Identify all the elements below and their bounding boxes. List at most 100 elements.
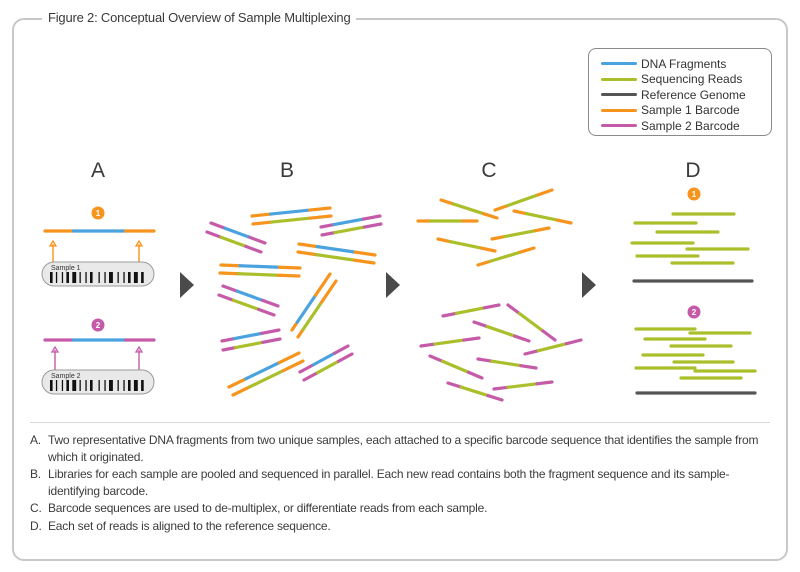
- legend-swatch: [601, 62, 637, 66]
- barcode-bar: [85, 380, 87, 391]
- sequencing-read: [217, 293, 276, 317]
- legend-item: Sequencing Reads: [601, 72, 771, 88]
- panel-b-label: B: [280, 159, 294, 182]
- barcode-bar: [85, 272, 87, 283]
- legend-label: Sequencing Reads: [641, 72, 743, 87]
- arrow-head: [48, 239, 58, 247]
- barcode-segment: [462, 336, 481, 342]
- barcode-bar: [133, 380, 138, 391]
- sequencing-read: [506, 303, 557, 342]
- barcode-bar: [50, 380, 53, 391]
- barcode-bar: [55, 380, 58, 391]
- sample-tube: Sample 1: [41, 261, 155, 287]
- legend-label: Sample 2 Barcode: [641, 118, 740, 133]
- barcode-segment: [533, 226, 551, 233]
- barcode-bar: [55, 272, 58, 283]
- sequencing-read: [296, 279, 338, 339]
- fragment-read-pair: [250, 206, 333, 226]
- barcode-segment: [519, 364, 538, 370]
- sequencing-read: [302, 352, 354, 382]
- barcode-segment: [313, 272, 332, 297]
- fragment-read-pair: [298, 344, 354, 382]
- dna-fragment: [221, 284, 280, 308]
- sequencing-read: [476, 357, 538, 370]
- read-segment: [524, 212, 559, 222]
- barcode-segment: [536, 188, 554, 197]
- barcode-segment: [320, 230, 337, 237]
- legend-swatch: [601, 108, 637, 112]
- barcode-segment: [486, 393, 504, 402]
- read-segment: [505, 193, 540, 208]
- barcode-segment: [493, 204, 510, 212]
- barcode-segment: [277, 265, 302, 270]
- dna-segment: [232, 331, 264, 341]
- sequencing-read: [512, 209, 573, 225]
- barcode-segment: [297, 242, 319, 249]
- barcode-bar: [104, 380, 106, 391]
- caption-list: A.Two representative DNA fragments from …: [30, 432, 770, 535]
- barcode-segment: [446, 381, 463, 389]
- barcode-segment: [261, 337, 282, 344]
- barcode-bar: [50, 272, 53, 283]
- barcode-segment: [251, 220, 274, 226]
- barcode-segment: [490, 234, 507, 241]
- barcode-bar: [66, 380, 69, 391]
- barcode-bar: [79, 380, 81, 391]
- barcode-bar: [123, 272, 125, 283]
- barcode-icon: [50, 380, 144, 391]
- barcode-segment: [217, 293, 235, 302]
- sample-tube: Sample 2: [41, 369, 155, 395]
- sequencing-read: [231, 359, 305, 397]
- panel-a-label: A: [91, 159, 105, 182]
- barcode-segment: [260, 328, 281, 335]
- badge-number: 1: [692, 190, 697, 199]
- barcode-segment: [481, 212, 499, 220]
- sequencing-read: [218, 271, 301, 278]
- dna-segment: [223, 226, 252, 239]
- sample-2-badge: 2: [687, 305, 701, 319]
- sequencing-read: [428, 354, 484, 380]
- read-segment: [448, 240, 483, 250]
- barcode-segment: [492, 385, 510, 391]
- barcode-segment: [231, 385, 252, 397]
- sequencing-read: [221, 337, 282, 352]
- caption-item: B.Libraries for each sample are pooled a…: [30, 466, 770, 499]
- badge-number: 2: [692, 308, 697, 317]
- step-arrow-icon: [582, 272, 596, 298]
- barcode-icon: [50, 272, 144, 283]
- read-segment: [517, 311, 545, 333]
- arrow-head: [134, 345, 144, 353]
- tube-label: Sample 2: [51, 373, 81, 380]
- read-segment: [314, 253, 356, 262]
- fragment-read-pair: [217, 284, 280, 317]
- tube-body: [41, 369, 155, 395]
- barcode-segment: [466, 370, 484, 380]
- caption-item: C.Barcode sequences are used to de-multi…: [30, 500, 770, 517]
- badge-circle: [91, 206, 105, 220]
- read-segment: [502, 229, 537, 239]
- up-arrow-icon: [134, 239, 144, 262]
- read-segment: [315, 359, 341, 375]
- barcode-segment: [302, 371, 320, 382]
- barcode-bar: [109, 272, 113, 283]
- legend-label: Reference Genome: [641, 87, 746, 102]
- sequencing-read: [205, 230, 263, 254]
- barcode-segment: [482, 303, 501, 310]
- legend-item: Sample 1 Barcode: [601, 103, 771, 119]
- barcode-segment: [541, 329, 557, 342]
- barcode-segment: [298, 363, 316, 374]
- sequencing-read: [441, 303, 501, 318]
- barcode-segment: [512, 209, 529, 216]
- barcode-segment: [362, 222, 383, 229]
- read-segment: [451, 202, 486, 216]
- read-segment: [536, 342, 569, 353]
- badge-circle: [687, 305, 701, 319]
- read-segment: [237, 272, 281, 277]
- barcode-bar: [117, 380, 119, 391]
- barcode-bar: [109, 380, 113, 391]
- caption-label: A.: [30, 433, 41, 447]
- barcode-segment: [261, 298, 280, 308]
- barcode-segment: [513, 334, 531, 343]
- sequencing-read: [296, 250, 376, 265]
- dna-segment: [315, 245, 357, 254]
